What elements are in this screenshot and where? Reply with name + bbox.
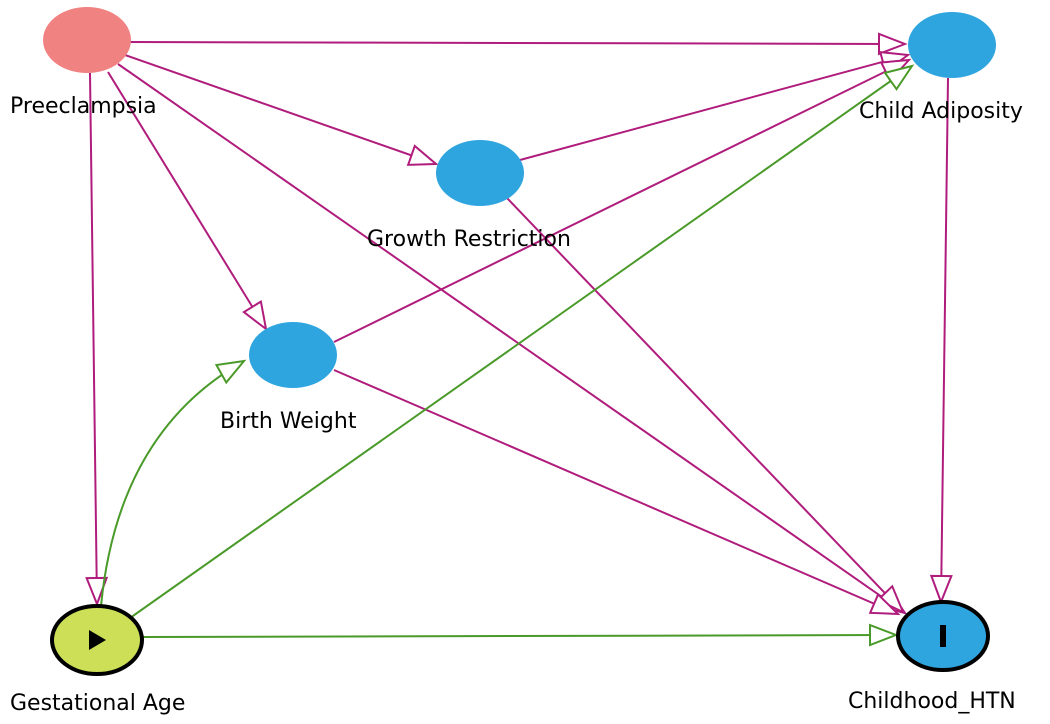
label-birth-weight: Birth Weight	[220, 409, 357, 434]
edge-line	[142, 634, 897, 638]
edge-preeclampsia-to-child-adiposity	[129, 32, 908, 56]
node-preeclampsia[interactable]	[43, 7, 131, 73]
arrowhead	[214, 359, 247, 385]
bar-icon	[940, 625, 946, 647]
node-child-adiposity[interactable]	[908, 12, 996, 78]
label-childhood-htn: Childhood_HTN	[848, 689, 1016, 714]
edge-line	[129, 65, 913, 619]
edge-line	[100, 360, 245, 607]
label-growth-restriction: Growth Restriction	[367, 227, 571, 252]
edge-line	[124, 54, 437, 165]
edge-line	[117, 63, 906, 614]
label-preeclampsia: Preeclampsia	[10, 94, 157, 119]
edge-preeclampsia-to-gestational-age	[85, 72, 109, 607]
arrowhead	[877, 32, 908, 56]
edge-preeclampsia-to-birth-weight	[107, 71, 268, 332]
node-growth-restriction[interactable]	[436, 140, 524, 206]
edge-growth-restriction-to-child-adiposity	[519, 50, 911, 161]
edge-line	[129, 41, 906, 45]
edge-line	[506, 197, 904, 613]
edge-line	[333, 59, 910, 343]
edge-birth-weight-to-child-adiposity	[333, 58, 912, 343]
play-icon	[89, 630, 106, 650]
arrowhead	[406, 144, 439, 166]
edge-line	[333, 369, 899, 615]
arrowhead	[883, 64, 915, 91]
arrowhead	[929, 574, 953, 605]
edge-gestational-age-to-child-adiposity	[129, 64, 915, 619]
arrowhead	[868, 592, 901, 616]
edge-child-adiposity-to-childhood-htn	[929, 77, 953, 605]
edge-gestational-age-to-birth-weight	[100, 359, 247, 607]
edge-preeclampsia-to-childhood-htn	[117, 63, 908, 615]
edge-line	[89, 72, 98, 605]
edge-gestational-age-to-childhood-htn	[142, 623, 899, 647]
label-child-adiposity: Child Adiposity	[859, 99, 1023, 124]
label-gestational-age: Gestational Age	[10, 691, 185, 716]
arrowhead	[242, 299, 268, 332]
edge-line	[107, 71, 267, 330]
arrowhead	[868, 623, 899, 647]
edge-line	[940, 77, 949, 603]
edges-layer	[85, 32, 953, 647]
edge-line	[519, 54, 909, 161]
edge-preeclampsia-to-growth-restriction	[124, 54, 439, 166]
node-birth-weight[interactable]	[249, 322, 337, 388]
edge-growth-restriction-to-childhood-htn	[506, 197, 905, 615]
edge-birth-weight-to-childhood-htn	[333, 369, 901, 616]
